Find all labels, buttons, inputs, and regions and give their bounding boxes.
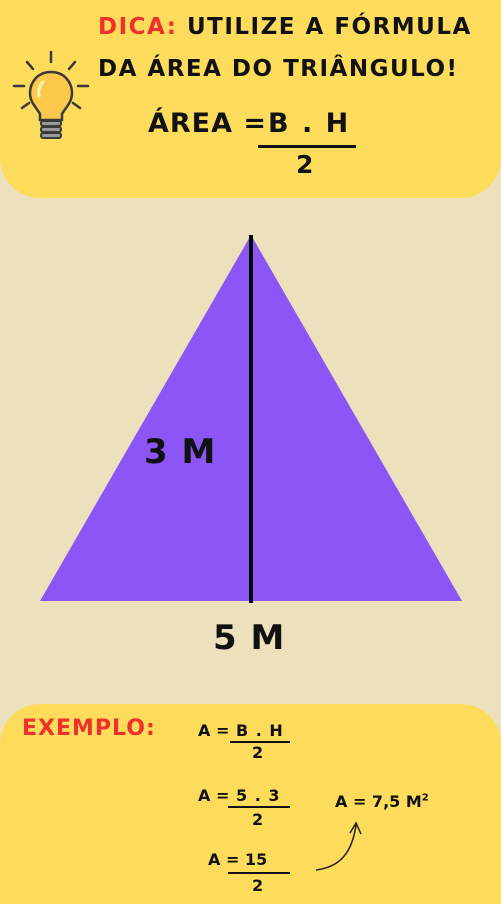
- lightbulb-icon: [12, 50, 90, 139]
- formula-denominator: 2: [296, 150, 314, 179]
- height-label: 3 M: [144, 432, 217, 472]
- base-label: 5 M: [213, 618, 286, 658]
- formula-numerator: B . H: [268, 108, 351, 139]
- step2-lhs: A =: [198, 786, 230, 805]
- result: A = 7,5 M2: [335, 792, 429, 811]
- tip-line-1: DICA: UTILIZE A FÓRMULA: [98, 14, 472, 40]
- tip-accent-word: DICA:: [98, 14, 178, 40]
- formula-fraction-bar: [258, 145, 356, 148]
- formula-label: ÁREA =: [148, 108, 268, 139]
- step1-lhs: A =: [198, 721, 230, 740]
- step2-numerator: 5 . 3: [236, 786, 281, 805]
- step3-fraction-bar: [228, 872, 290, 874]
- step1-fraction-bar: [230, 741, 290, 743]
- step2-denominator: 2: [252, 810, 264, 829]
- step3-equation: A = 15: [208, 850, 268, 869]
- triangle-figure: [40, 235, 462, 603]
- result-superscript: 2: [421, 792, 429, 804]
- tip-line-1-text: UTILIZE A FÓRMULA: [177, 14, 472, 40]
- tip-line-2: DA ÁREA DO TRIÂNGULO!: [98, 56, 459, 82]
- tip-panel: [0, 0, 501, 198]
- example-panel: [0, 704, 501, 904]
- example-title: EXEMPLO:: [22, 716, 156, 741]
- curved-arrow-icon: [315, 821, 362, 871]
- step2-fraction-bar: [228, 806, 290, 808]
- result-text: A = 7,5 M: [335, 792, 422, 811]
- step1-numerator: B . H: [236, 721, 284, 740]
- step3-denominator: 2: [252, 876, 264, 895]
- step1-denominator: 2: [252, 743, 264, 762]
